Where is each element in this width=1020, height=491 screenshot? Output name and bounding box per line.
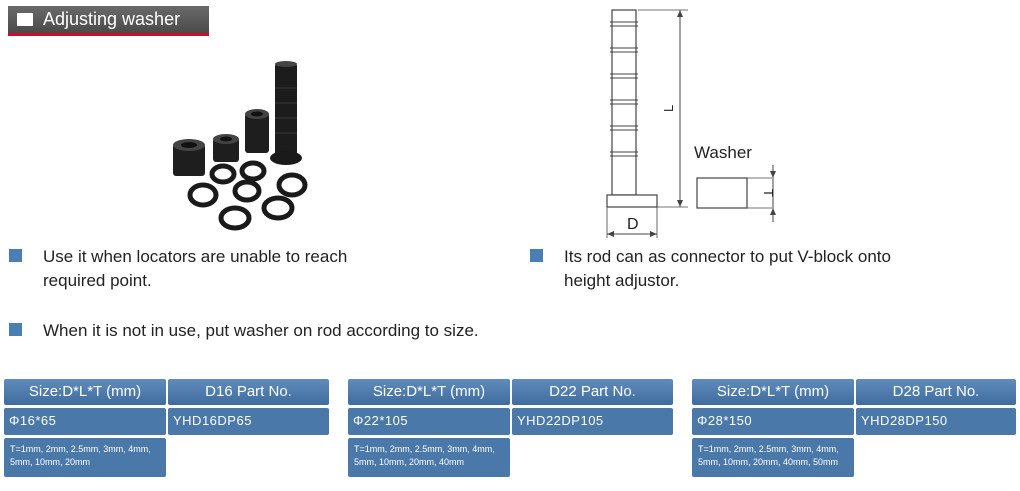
washer-list-line2: 5mm, 10mm, 20mm, 40mm: [354, 457, 465, 467]
section-title: Adjusting washer: [43, 9, 181, 29]
washer-thickness-list: T=1mm, 2mm, 2.5mm, 3mm, 4mm, 5mm, 10mm, …: [692, 438, 854, 477]
size-header: Size:D*L*T (mm): [692, 379, 854, 405]
size-value: Φ22*105: [348, 408, 510, 435]
size-header: Size:D*L*T (mm): [348, 379, 510, 405]
bullet-square-icon: [9, 249, 22, 262]
product-photo: [173, 61, 308, 231]
bullet-2-line1: Its rod can as connector to put V-block …: [564, 247, 891, 266]
washer-list-line2: 5mm, 10mm, 20mm: [10, 457, 91, 467]
part-header: D22 Part No.: [512, 379, 673, 405]
part-header: D28 Part No.: [856, 379, 1016, 405]
washer-list-line2: 5mm, 10mm, 20mm, 40mm, 50mm: [698, 457, 839, 467]
washer-thickness-list: T=1mm, 2mm, 2.5mm, 3mm, 4mm, 5mm, 10mm, …: [4, 438, 166, 477]
bullet-1-line1: Use it when locators are unable to reach: [43, 247, 348, 266]
bullet-square-icon: [530, 249, 543, 262]
bullet-3-line1: When it is not in use, put washer on rod…: [43, 321, 479, 340]
section-title-bar: Adjusting washer: [8, 6, 209, 36]
size-value: Φ28*150: [692, 408, 854, 435]
bullet-1-line2: required point.: [43, 271, 152, 290]
washer-list-line1: T=1mm, 2mm, 2.5mm, 3mm, 4mm,: [698, 444, 839, 454]
rod-diagram: L D Washer T: [606, 9, 776, 238]
part-number: YHD22DP105: [512, 408, 673, 435]
washer-list-line1: T=1mm, 2mm, 2.5mm, 3mm, 4mm,: [10, 444, 151, 454]
size-header: Size:D*L*T (mm): [4, 379, 166, 405]
bullet-square-icon: [9, 323, 22, 336]
part-number: YHD16DP65: [168, 408, 329, 435]
label-t: T: [761, 189, 776, 197]
label-washer: Washer: [694, 143, 752, 162]
washer-list-line1: T=1mm, 2mm, 2.5mm, 3mm, 4mm,: [354, 444, 495, 454]
square-icon: [17, 13, 33, 26]
bullet-2-line2: height adjustor.: [564, 271, 680, 290]
washer-thickness-list: T=1mm, 2mm, 2.5mm, 3mm, 4mm, 5mm, 10mm, …: [348, 438, 510, 477]
part-header: D16 Part No.: [168, 379, 329, 405]
size-value: Φ16*65: [4, 408, 166, 435]
label-d: D: [627, 216, 639, 233]
label-l: L: [661, 105, 676, 112]
part-number: YHD28DP150: [856, 408, 1016, 435]
